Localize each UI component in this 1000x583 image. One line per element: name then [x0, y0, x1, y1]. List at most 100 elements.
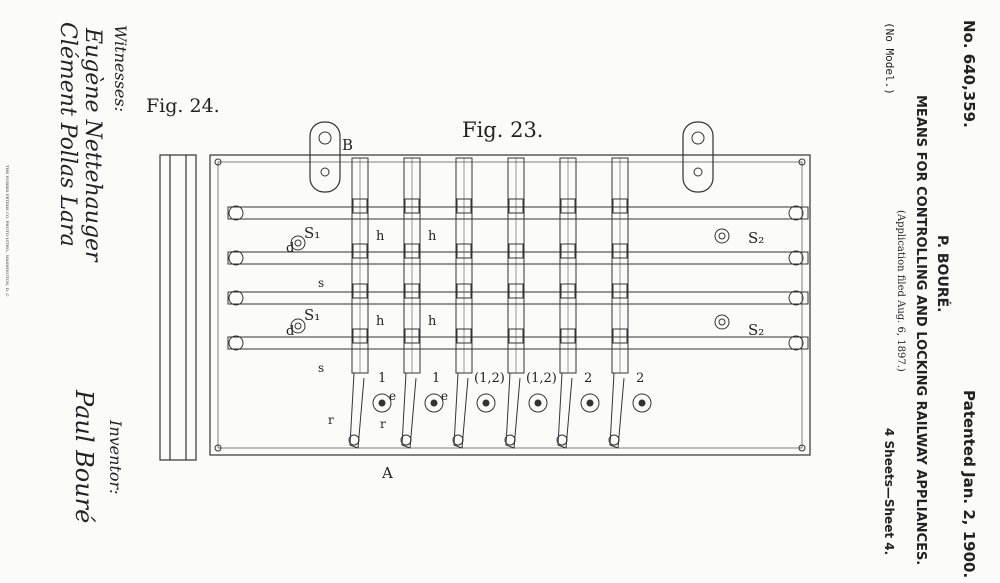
locking-dog: [612, 243, 628, 259]
spring-coil: [714, 228, 730, 244]
locking-dog: [456, 243, 472, 259]
spring-coil-center: [294, 239, 302, 247]
label-r-1: r: [328, 413, 334, 427]
horizontal-rod: [227, 336, 809, 350]
corner-bolt: [214, 444, 222, 452]
lever-pivot-hub: [430, 399, 438, 407]
locking-dog: [456, 328, 472, 344]
spring-coil: [290, 318, 306, 334]
locking-dog: [404, 198, 420, 214]
lever-foot-eye: [348, 434, 360, 446]
label-h-4: h: [428, 314, 437, 329]
lever-pivot-wheel: [528, 393, 548, 413]
label-r-2: r: [380, 417, 386, 431]
label-lever-2a: 2: [584, 371, 592, 386]
label-s1-top: S₁: [304, 224, 320, 242]
label-s-top: s: [318, 276, 324, 290]
locking-dog: [560, 283, 576, 299]
lever-pivot-wheel: [580, 393, 600, 413]
locking-dog: [456, 198, 472, 214]
spring-coil-center: [718, 318, 726, 326]
rod-end-eye: [788, 205, 804, 221]
lever-arm: [505, 372, 521, 449]
fig-23-title: Fig. 23.: [462, 118, 544, 142]
lever-pivot-wheel: [372, 393, 392, 413]
locking-dog: [560, 328, 576, 344]
lever-foot-eye: [608, 434, 620, 446]
lever-foot-eye: [452, 434, 464, 446]
lever-pivot-wheel: [632, 393, 652, 413]
horizontal-rod: [227, 206, 809, 220]
horizontal-rod: [227, 291, 809, 305]
label-lever-1b: 1: [432, 371, 440, 386]
locking-dog: [352, 198, 368, 214]
label-s-bottom: s: [318, 361, 324, 375]
locking-dog: [352, 243, 368, 259]
locking-dog: [352, 328, 368, 344]
lever-pivot-hub: [638, 399, 646, 407]
lever-foot-eye: [504, 434, 516, 446]
label-s1-bottom: S₁: [304, 306, 320, 324]
locking-dog: [508, 243, 524, 259]
label-h-3: h: [376, 314, 385, 329]
rod-end-eye: [228, 205, 244, 221]
lever-pivot-hub: [482, 399, 490, 407]
lug-hole: [691, 131, 705, 145]
corner-bolt: [798, 444, 806, 452]
spring-coil: [714, 314, 730, 330]
lever-foot-eye: [400, 434, 412, 446]
label-e-2: e: [441, 389, 448, 403]
mounting-lug: [309, 121, 341, 193]
label-lever-12b: (1,2): [526, 371, 557, 386]
locking-dog: [612, 328, 628, 344]
rod-end-eye: [788, 250, 804, 266]
spring-coil: [290, 235, 306, 251]
spring-coil-center: [718, 232, 726, 240]
locking-dog: [508, 198, 524, 214]
lever-arm: [609, 372, 625, 449]
spring-coil-center: [294, 322, 302, 330]
label-e-1: e: [389, 389, 396, 403]
horizontal-rod: [227, 251, 809, 265]
label-h-2: h: [428, 229, 437, 244]
rod-end-eye: [228, 335, 244, 351]
locking-dog: [560, 198, 576, 214]
locking-dog: [456, 283, 472, 299]
corner-bolt: [214, 158, 222, 166]
fig-24-title: Fig. 24.: [146, 95, 220, 117]
locking-dog: [404, 283, 420, 299]
lug-bolt: [320, 167, 330, 177]
label-a: A: [381, 464, 393, 482]
lever-pivot-hub: [378, 399, 386, 407]
locking-dog: [352, 283, 368, 299]
locking-dog: [404, 328, 420, 344]
label-d-bottom: d: [286, 324, 294, 339]
label-d-top: d: [286, 241, 294, 256]
label-h-1: h: [376, 229, 385, 244]
fig-24-side-view: [159, 154, 197, 461]
lever-pivot-wheel: [424, 393, 444, 413]
lever-pivot-hub: [534, 399, 542, 407]
lug-bolt: [693, 167, 703, 177]
label-s2-top: S₂: [748, 229, 764, 247]
mounting-lug: [682, 121, 714, 193]
locking-dog: [508, 328, 524, 344]
lever-foot-eye: [556, 434, 568, 446]
locking-dog: [508, 283, 524, 299]
locking-dog: [404, 243, 420, 259]
label-lever-12a: (1,2): [474, 371, 505, 386]
lever-pivot-hub: [586, 399, 594, 407]
main-frame: [209, 154, 811, 456]
label-lever-2b: 2: [636, 371, 644, 386]
rod-end-eye: [788, 290, 804, 306]
lever-arm: [557, 372, 573, 449]
locking-dog: [612, 198, 628, 214]
lever-pivot-wheel: [476, 393, 496, 413]
locking-dog: [612, 283, 628, 299]
corner-bolt: [798, 158, 806, 166]
locking-dog: [560, 243, 576, 259]
rod-end-eye: [228, 250, 244, 266]
lever-arm: [349, 372, 365, 449]
